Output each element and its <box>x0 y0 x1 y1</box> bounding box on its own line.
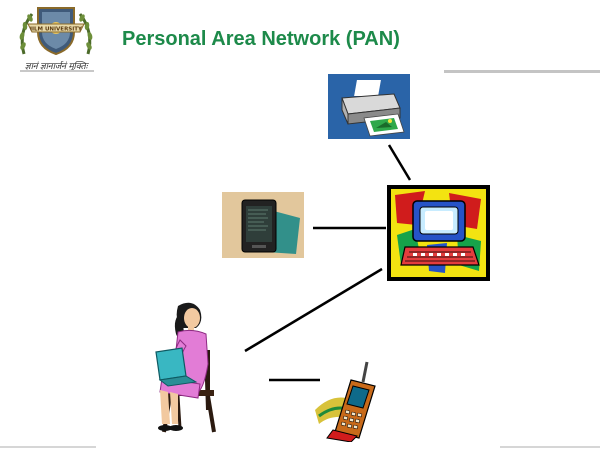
pda-node <box>222 192 304 258</box>
computer-icon <box>387 185 490 281</box>
link-printer-computer <box>387 144 412 181</box>
footer-rule-left <box>0 446 96 448</box>
pda-icon <box>222 192 304 258</box>
link-person-computer <box>244 267 383 353</box>
footer-rule-right <box>500 446 600 448</box>
logo-motto: ज्ञानं ज्ञानार्जनं मुक्तिः <box>24 62 88 72</box>
computer-node <box>387 185 490 281</box>
printer-icon <box>328 74 410 139</box>
slide-title: Personal Area Network (PAN) <box>122 28 400 50</box>
mobile-phone-icon <box>315 361 376 442</box>
logo-banner-text: IILM UNIVERSITY <box>30 27 83 33</box>
printer-node <box>328 74 410 139</box>
emblem-icon: IILM UNIVERSITY <box>19 7 93 56</box>
logo-underline <box>20 70 94 72</box>
mobile-phone-node <box>313 358 389 442</box>
university-logo: IILM UNIVERSITY ज्ञानं ज्ञानार्जनं मुक्त… <box>14 2 98 72</box>
header-rule <box>444 70 600 73</box>
person-with-laptop-icon <box>155 302 216 433</box>
person-node <box>148 300 230 438</box>
